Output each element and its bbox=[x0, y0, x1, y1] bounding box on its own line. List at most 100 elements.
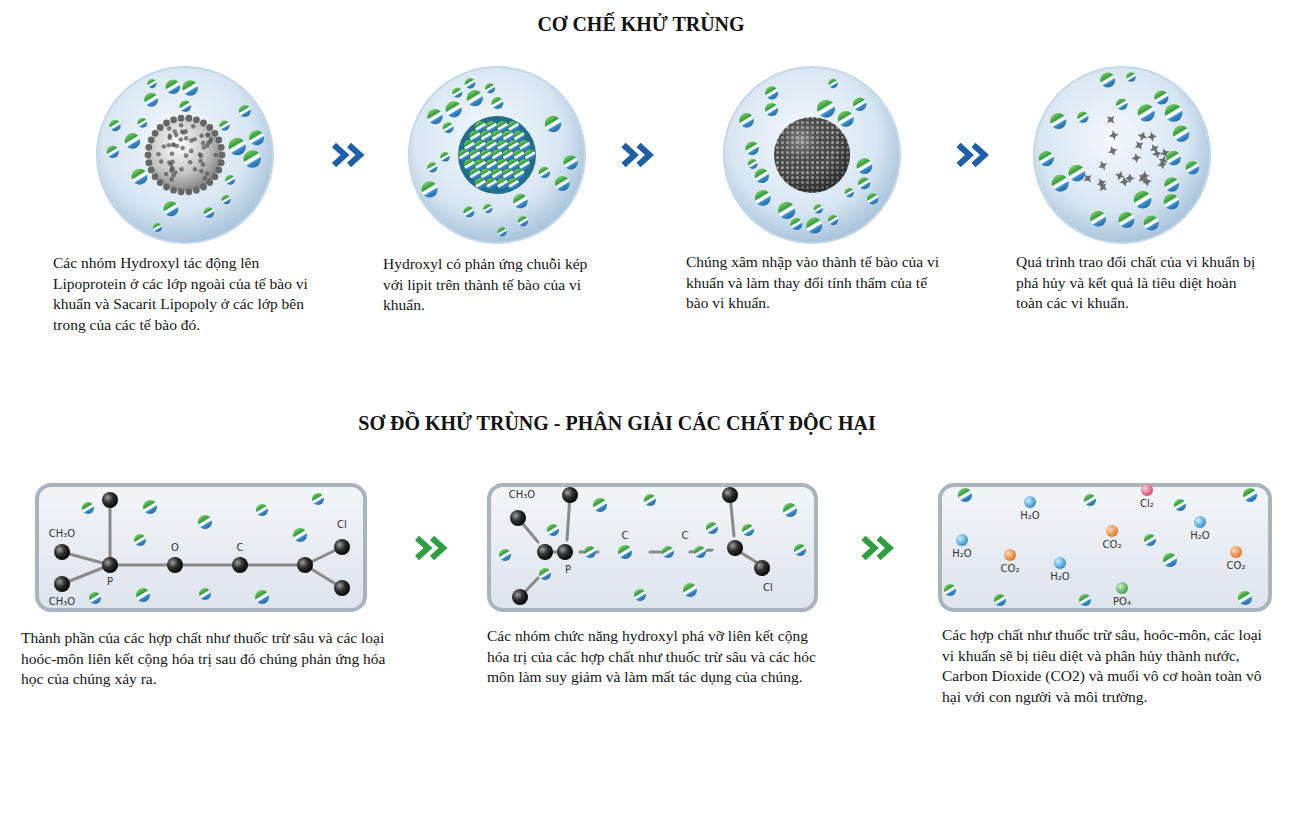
bacterium-spike bbox=[145, 152, 152, 159]
hydroxyl-sphere bbox=[1116, 98, 1128, 110]
hydroxyl-sphere bbox=[497, 121, 508, 132]
hydroxyl-sphere bbox=[497, 159, 508, 170]
hydroxyl-sphere bbox=[1144, 215, 1159, 230]
hydroxyl-sphere bbox=[817, 100, 835, 118]
hydroxyl-sphere bbox=[147, 79, 156, 88]
hydroxyl-sphere bbox=[219, 121, 229, 131]
bacterium-spike bbox=[148, 167, 155, 174]
chemical-formula: O bbox=[171, 542, 179, 554]
bacterium-spike bbox=[179, 167, 184, 172]
atom-ball bbox=[54, 487, 770, 605]
bacterium-spike bbox=[215, 167, 222, 174]
hydroxyl-sphere bbox=[182, 80, 198, 96]
chemical-formula: CO₂ bbox=[1227, 560, 1246, 572]
hydroxyl-sphere bbox=[469, 149, 480, 160]
disinfection-step: Các nhóm Hydroxyl tác động lên Lipoprote… bbox=[53, 65, 325, 335]
bacterium-spike bbox=[180, 146, 185, 151]
hydroxyl-sphere bbox=[180, 100, 192, 112]
bacterium-spike bbox=[215, 137, 222, 144]
bacterium-fragment bbox=[1125, 173, 1135, 183]
hydroxyl-sphere bbox=[1165, 104, 1183, 122]
bacterium-spike bbox=[148, 137, 155, 144]
bacterium-spike bbox=[179, 123, 184, 128]
hydroxyl-sphere bbox=[662, 546, 674, 558]
bacterium bbox=[774, 117, 850, 193]
hydroxyl-sphere bbox=[524, 149, 535, 160]
bacterium-spike bbox=[201, 162, 206, 167]
hydroxyl-sphere bbox=[82, 502, 94, 514]
hydroxyl-sphere bbox=[1079, 594, 1091, 606]
bacterium-spike bbox=[170, 152, 175, 157]
bacterium-spike bbox=[167, 143, 172, 148]
hydroxyl-sphere bbox=[166, 80, 181, 95]
hydroxyl-sphere bbox=[491, 97, 503, 109]
section-title: SƠ ĐỒ KHỬ TRÙNG - PHÂN GIẢI CÁC CHẤT ĐỘC… bbox=[0, 411, 1234, 435]
hydroxyl-sphere bbox=[539, 568, 551, 580]
atom-ball bbox=[232, 557, 248, 573]
bacterium-spike bbox=[171, 142, 176, 147]
hydroxyl-sphere bbox=[502, 130, 513, 141]
hydroxyl-sphere bbox=[486, 121, 497, 132]
bacterium-spike bbox=[219, 152, 226, 159]
hydroxyl-sphere bbox=[1134, 191, 1152, 209]
hydroxyl-sphere bbox=[502, 149, 513, 160]
sample-panel bbox=[489, 485, 816, 610]
hydroxyl-sphere bbox=[143, 500, 157, 514]
hydroxyl-sphere bbox=[814, 204, 823, 213]
hydroxyl-sphere bbox=[1068, 165, 1085, 182]
atom-ball bbox=[722, 487, 738, 503]
bacterium-fragment bbox=[1136, 130, 1149, 143]
arrow-chevron bbox=[349, 145, 360, 165]
hydroxyl-sphere bbox=[1164, 177, 1179, 192]
bacteria-circle bbox=[724, 67, 900, 243]
hydroxyl-sphere bbox=[513, 130, 524, 141]
bacterium-fragment bbox=[1156, 159, 1168, 171]
hydroxyl-sphere bbox=[547, 524, 559, 536]
hydroxyl-sphere bbox=[480, 168, 491, 179]
hydroxyl-sphere bbox=[458, 149, 469, 160]
sample-panel bbox=[37, 485, 1270, 610]
hydroxyl-sphere bbox=[480, 130, 491, 141]
hydroxyl-sphere bbox=[618, 545, 632, 559]
bacterium bbox=[149, 116, 850, 194]
bacterium-spike bbox=[192, 137, 197, 142]
hydroxyl-sphere bbox=[465, 78, 476, 89]
hydroxyl-sphere bbox=[497, 140, 508, 151]
bacterium-fragment bbox=[1106, 145, 1119, 158]
flow-arrow bbox=[959, 145, 985, 165]
bacterium-spike bbox=[170, 116, 177, 123]
chemical-formula: CO₂ bbox=[1001, 563, 1020, 575]
sample-panel bbox=[37, 485, 365, 610]
hydroxyl-sphere bbox=[593, 498, 607, 512]
hydroxyl-sphere bbox=[958, 488, 972, 502]
atom-ball bbox=[512, 589, 528, 605]
hydroxyl-sphere bbox=[475, 121, 486, 132]
product-molecule bbox=[1054, 557, 1066, 569]
bacterium-fragment bbox=[1135, 171, 1149, 185]
atom-ball bbox=[334, 580, 350, 596]
arrow-chevron bbox=[879, 538, 890, 558]
hydroxyl-sphere bbox=[845, 188, 854, 197]
hydroxyl-sphere bbox=[421, 181, 437, 197]
hydroxyl-sphere bbox=[508, 121, 519, 132]
bacterium-spike bbox=[184, 153, 189, 158]
arrow-chevron bbox=[432, 538, 443, 558]
hydroxyl-sphere bbox=[486, 159, 497, 170]
hydroxyl-sphere bbox=[243, 150, 261, 168]
bacterium-spike bbox=[167, 136, 172, 141]
bacterium-spike bbox=[171, 143, 176, 148]
hydroxyl-sphere bbox=[249, 130, 264, 145]
bacterium-spike bbox=[193, 167, 198, 172]
bacteria-circle bbox=[409, 67, 585, 243]
bacterium-spike bbox=[213, 153, 218, 158]
hydroxyl-sphere bbox=[163, 201, 178, 216]
chemical-formula: CH₃O bbox=[509, 489, 535, 501]
molecule-bond bbox=[650, 551, 662, 554]
product-molecule bbox=[956, 534, 968, 546]
bacterium-fragment bbox=[1096, 159, 1109, 172]
bacterium-spike bbox=[209, 137, 214, 142]
hydroxyl-sphere bbox=[1174, 499, 1186, 511]
hydroxyl-sphere bbox=[1050, 113, 1066, 129]
bacterium-spike bbox=[186, 188, 193, 195]
hydroxyl-sphere bbox=[1243, 488, 1257, 502]
